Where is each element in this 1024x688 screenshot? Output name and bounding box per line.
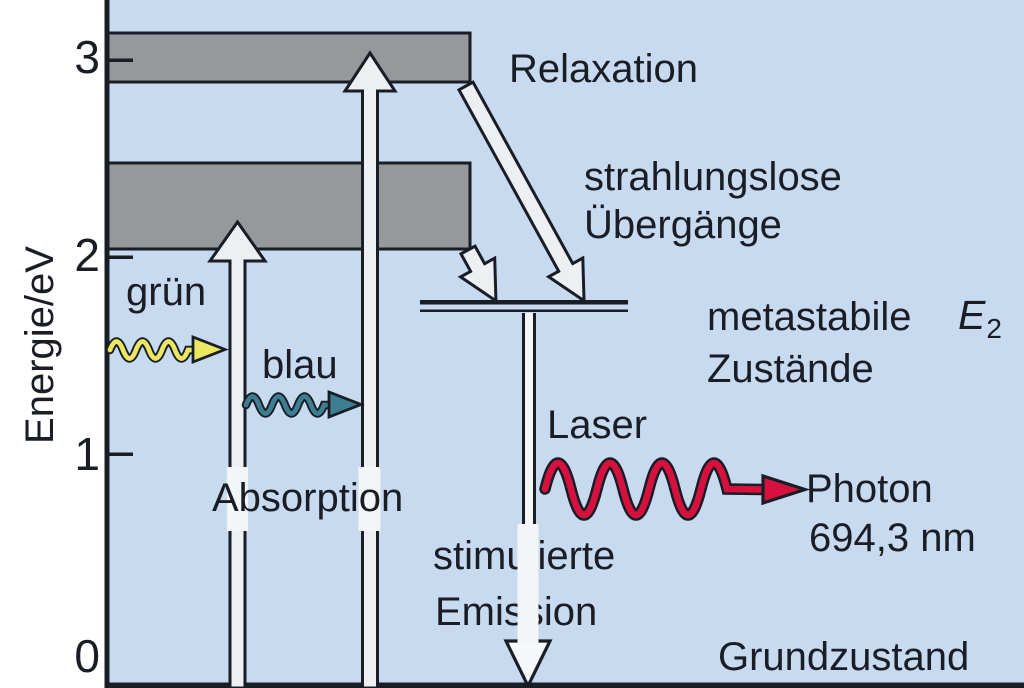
tick-1 (107, 452, 133, 456)
tick-label-1: 1 (74, 428, 100, 480)
metastable-states-label: Zustände (707, 347, 874, 391)
ground-state-label: Grundzustand (718, 635, 970, 679)
absorption-text-halo-left (227, 467, 248, 531)
absorption-band-lower (105, 161, 472, 251)
tick-3 (107, 58, 133, 62)
laser-label: Laser (547, 403, 648, 447)
relaxation-arrow-short (457, 244, 498, 304)
photon-label: Photon (806, 467, 933, 511)
blue-pump-label: blau (262, 343, 338, 387)
stimulated-label: stimulierte (433, 534, 616, 578)
blue-wave-arrowhead (327, 389, 365, 420)
stimulated-emission-shaft-outline-left (522, 313, 525, 532)
green-wave-arrowhead (191, 334, 229, 365)
radiationless-label-line2: Übergänge (584, 203, 782, 247)
energy-axis (104, 0, 110, 688)
plot-background (107, 0, 1024, 688)
e2-subscript: 2 (986, 313, 1002, 344)
blue-wave (243, 394, 335, 416)
laser-wave (541, 460, 770, 518)
tick-2 (107, 255, 133, 259)
stimulated-emission-shaft-outline-right (533, 313, 536, 532)
metastable-label: metastabile (707, 295, 912, 339)
absorption-arrow-green (207, 219, 268, 688)
tick-label-2: 2 (74, 229, 100, 281)
laser-wave-arrowhead (761, 473, 811, 506)
radiationless-label-line1: strahlungslose (584, 155, 842, 199)
green-wave (107, 339, 199, 361)
wavelength-label: 694,3 nm (809, 516, 976, 560)
e2-symbol: E (958, 292, 986, 338)
relaxation-arrow-long (456, 80, 586, 304)
tick-label-3: 3 (74, 31, 100, 83)
absorption-arrow-blue (342, 50, 398, 688)
absorption-band-upper (105, 31, 472, 84)
tick-label-0: 0 (74, 630, 100, 682)
stimulated-emission-shaft (524, 313, 534, 537)
metastable-level-line2 (420, 309, 628, 312)
metastable-symbol: E2 (958, 292, 1002, 345)
ground-state-line (104, 682, 1024, 688)
relaxation-label: Relaxation (509, 47, 699, 91)
metastable-level-line (420, 300, 628, 305)
absorption-text-halo-right (358, 467, 381, 531)
emission-label: Emission (435, 590, 598, 634)
green-pump-label: grün (126, 270, 207, 314)
absorption-label: Absorption (212, 476, 404, 520)
